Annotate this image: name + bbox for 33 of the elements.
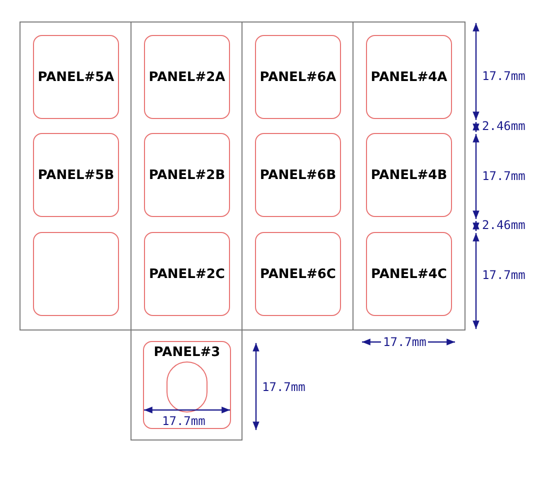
dimension-label: 17.7mm [482, 69, 526, 83]
sticker-panel [366, 35, 452, 119]
dimension-label: 17.7mm [262, 380, 306, 394]
sticker-panel [366, 133, 452, 217]
panel-label: PANEL#6B [260, 168, 336, 182]
dimension-label: 17.7mm [160, 414, 208, 428]
panel-label: PANEL#6C [260, 266, 336, 282]
panel-label: PANEL#3 [154, 345, 220, 360]
dimension-label: 2.46mm [482, 119, 526, 133]
panel-label: PANEL#4C [371, 266, 447, 282]
sticker-panel [255, 232, 341, 316]
panel-label: PANEL#5A [38, 70, 114, 84]
sticker-panel [33, 232, 119, 316]
panel-label: PANEL#2C [149, 266, 225, 282]
sticker-panel [144, 133, 230, 217]
sticker-panel [144, 35, 230, 119]
sticker-panel [33, 133, 119, 217]
panel-label: PANEL#4B [370, 168, 448, 182]
sticker-panel [144, 232, 230, 316]
panel-label: PANEL#5B [38, 168, 114, 182]
panel-label: PANEL#2A [148, 70, 226, 84]
sticker-panel [143, 341, 231, 429]
sticker-panel [33, 35, 119, 119]
dimension-label: 2.46mm [482, 218, 526, 232]
panel-label: PANEL#2B [148, 168, 226, 182]
sticker-panel [255, 35, 341, 119]
dimension-label: 17.7mm [482, 268, 526, 282]
sticker-panel [255, 133, 341, 217]
panel-label: PANEL#6A [260, 70, 336, 84]
panel-label: PANEL#4A [370, 70, 448, 84]
dimension-label: 17.7mm [381, 335, 428, 349]
sticker-panel [366, 232, 452, 316]
dimension-label: 17.7mm [482, 169, 526, 183]
